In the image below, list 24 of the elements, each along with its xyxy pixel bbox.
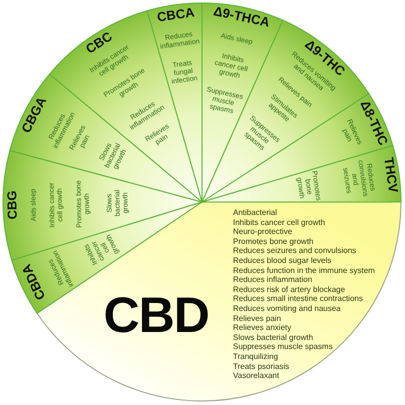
effect-text: Reduces vomiting and nausea (233, 304, 341, 314)
effect-text: Reduces function in the immune system (233, 266, 375, 276)
effect-text: Relieves anxiety (233, 323, 292, 333)
effect-text: Reduces seizures and convulsions (233, 246, 356, 256)
effect-text: Reduces risk of artery blockage (233, 284, 346, 294)
effect-text: Relieves pain (233, 314, 282, 324)
effect-text: Antibacterial (233, 208, 278, 218)
effect-text: Slows bacterial growth (233, 332, 314, 342)
segment-title: CBG (4, 190, 20, 220)
effect-text: Vasorelaxant (233, 371, 280, 381)
effect-text: Reduces inflammation (233, 275, 312, 285)
segment-title: CBDA (19, 262, 48, 302)
effect-text: Suppresses muscle spasms (233, 342, 333, 352)
segment-title: THCV (380, 156, 400, 194)
effect-text: Tranquilizing (233, 352, 278, 362)
effect-text: Promotes bone growth (233, 236, 314, 246)
effect-text: Neuro-protective (233, 227, 292, 237)
segment-title: Δ9-THCA (212, 4, 271, 30)
effect-text: Inhibits cancer cell growth (233, 218, 326, 228)
segment-title: CBD (104, 290, 209, 340)
segment-title: CBCA (156, 5, 196, 24)
effect-text: Reduces small intestine contractions (233, 294, 363, 304)
effect-text: Treats psoriasis (233, 362, 290, 372)
effect-text: Reduces blood sugar levels (233, 256, 332, 266)
